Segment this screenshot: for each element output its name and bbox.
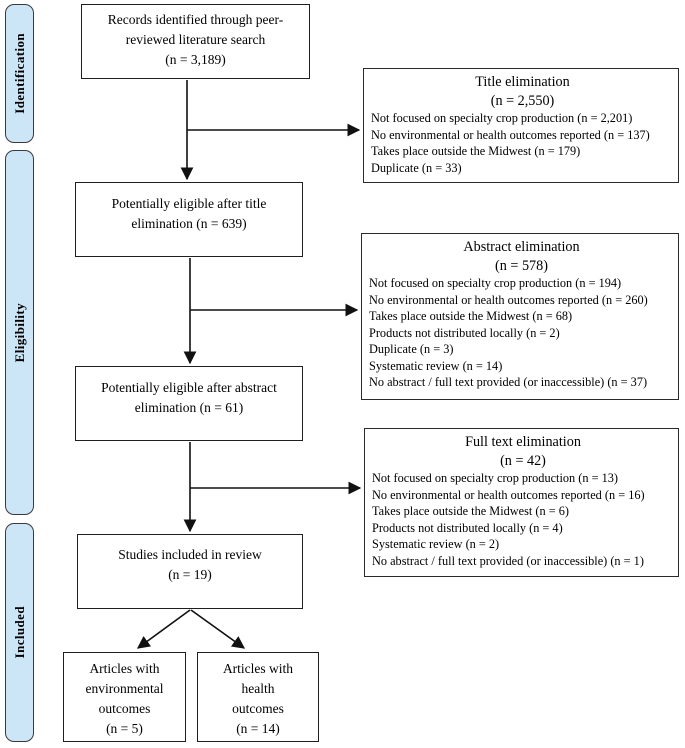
fulltext-elimination-box: Full text elimination (n = 42) Not focus… xyxy=(364,428,679,577)
text-line: (n = 3,189) xyxy=(165,52,226,67)
text-line: elimination (n = 61) xyxy=(134,400,244,415)
text-line: elimination (n = 639) xyxy=(131,216,247,231)
text-line: Products not distributed locally (n = 2) xyxy=(369,325,560,340)
stage-bar-eligibility: Eligibility xyxy=(5,150,34,515)
text-line: outcomes xyxy=(98,701,151,716)
stage-bar-identification: Identification xyxy=(5,4,34,143)
fulltext-elimination-count: (n = 42) xyxy=(500,452,546,469)
stage-label-eligibility: Eligibility xyxy=(11,302,27,363)
abstract-elimination-box: Abstract elimination (n = 578) Not focus… xyxy=(361,233,679,400)
stage-label-included: Included xyxy=(11,606,27,659)
title-elimination-heading: Title elimination xyxy=(475,74,570,90)
text-line: reviewed literature search xyxy=(125,32,266,47)
text-line: Potentially eligible after title xyxy=(111,196,267,211)
arrow-included-to-environmental xyxy=(136,609,191,649)
text-line: No abstract / full text provided (or ina… xyxy=(369,375,648,389)
text-line: No environmental or health outcomes repo… xyxy=(369,292,648,307)
environmental-outcomes-box: Articles with environmental outcomes (n = 5… xyxy=(63,652,186,742)
text-line: Systematic review (n = 14) xyxy=(369,358,503,373)
text-line: Studies included in review xyxy=(118,547,262,562)
eligible-after-title-box: Potentially eligible after title eliminat… xyxy=(75,182,303,257)
arrow-included-to-health xyxy=(190,609,246,649)
studies-included-box: Studies included in review (n = 19) xyxy=(77,534,303,609)
records-identified-box: Records identified through peer-reviewed… xyxy=(81,4,310,79)
text-line: Takes place outside the Midwest (n = 68) xyxy=(369,309,573,323)
text-line: No abstract / full text provided (or ina… xyxy=(372,553,644,568)
abstract-elimination-reasons: Not focused on specialty crop production… xyxy=(369,275,674,391)
text-line: No environmental or health outcomes repo… xyxy=(372,487,645,502)
text-line: Records identified through peer- xyxy=(107,12,284,27)
eligible-after-abstract-box: Potentially eligible after abstract elimi… xyxy=(75,366,303,441)
text-line: outcomes xyxy=(232,701,284,716)
stage-bar-included: Included xyxy=(5,523,34,742)
text-line: Takes place outside the Midwest (n = 179… xyxy=(371,144,581,158)
text-line: Takes place outside the Midwest (n = 6) xyxy=(372,504,569,518)
title-elimination-box: Title elimination (n = 2,550) Not focuse… xyxy=(363,68,679,183)
text-line: Duplicate (n = 33) xyxy=(371,160,462,175)
text-line: Potentially eligible after abstract xyxy=(101,380,277,395)
text-line: Articles with xyxy=(222,661,294,676)
text-line: environmental xyxy=(85,681,164,696)
text-line: (n = 5) xyxy=(106,721,143,736)
text-line: Products not distributed locally (n = 4) xyxy=(372,520,563,535)
text-line: Not focused on specialty crop production… xyxy=(371,111,633,125)
text-line: Duplicate (n = 3) xyxy=(369,342,454,356)
text-line: (n = 14) xyxy=(236,721,280,736)
text-line: (n = 19) xyxy=(168,567,212,582)
fulltext-elimination-heading: Full text elimination xyxy=(465,434,581,450)
text-line: Articles with xyxy=(89,661,160,676)
text-line: No environmental or health outcomes repo… xyxy=(371,127,650,142)
text-line: Not focused on specialty crop production… xyxy=(372,471,618,485)
text-line: health xyxy=(241,681,275,696)
title-elimination-reasons: Not focused on specialty crop production… xyxy=(371,110,674,176)
health-outcomes-box: Articles with health outcomes (n = 14) xyxy=(197,652,319,742)
text-line: Systematic review (n = 2) xyxy=(372,537,500,551)
title-elimination-count: (n = 2,550) xyxy=(490,92,555,109)
text-line: Not focused on specialty crop production… xyxy=(369,276,622,290)
abstract-elimination-heading: Abstract elimination xyxy=(463,239,580,255)
abstract-elimination-count: (n = 578) xyxy=(495,257,548,274)
fulltext-elimination-reasons: Not focused on specialty crop production… xyxy=(372,470,674,569)
stage-label-identification: Identification xyxy=(11,33,27,114)
